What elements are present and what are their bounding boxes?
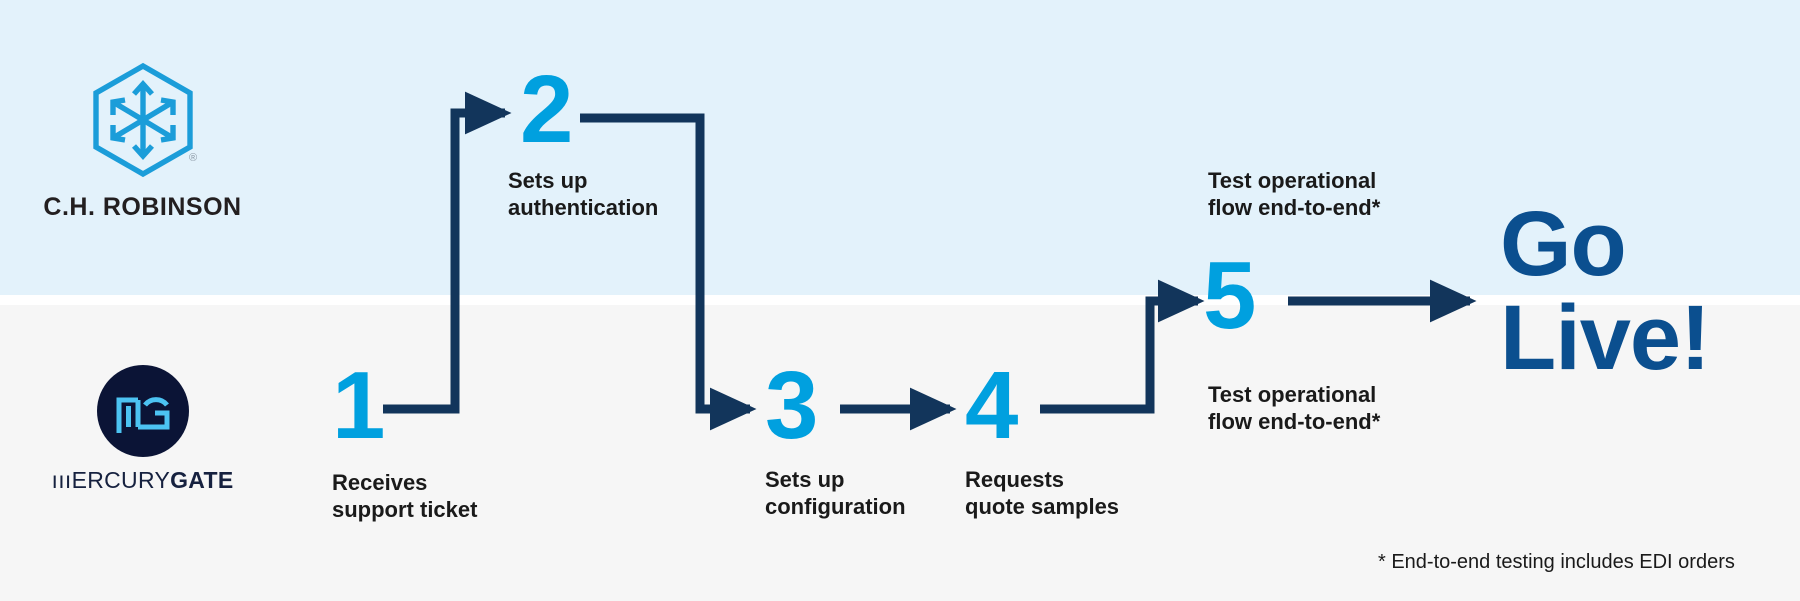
chrobinson-lane-band <box>0 0 1800 295</box>
step-label-4: Requests quote samples <box>965 467 1120 519</box>
step-label-1: Receives support ticket <box>332 470 478 522</box>
annotation-test-flow-bottom: Test operational flow end-to-end* <box>1208 382 1381 434</box>
step-label-3: Sets up configuration <box>765 467 906 519</box>
footnote-text: * End-to-end testing includes EDI orders <box>1378 551 1735 573</box>
mercurygate-wordmark-light: ıııERCURY <box>51 467 171 493</box>
mercurygate-wordmark: ıııERCURYGATE <box>40 467 245 494</box>
step-number-4: 4 <box>965 352 1018 459</box>
mercurygate-logo: ıııERCURYGATE <box>40 365 245 494</box>
step-label-2: Sets up authentication <box>508 168 659 220</box>
chr-hexagon-cube-icon: ® <box>92 62 197 178</box>
step-number-2: 2 <box>520 56 573 163</box>
step-number-3: 3 <box>765 352 818 459</box>
go-live-callout: Go Live! <box>1500 193 1711 389</box>
chrobinson-wordmark: C.H. ROBINSON <box>43 193 242 221</box>
step-number-1: 1 <box>332 352 385 459</box>
chrobinson-logo: ® C.H. ROBINSON <box>40 60 245 222</box>
svg-text:®: ® <box>189 152 197 164</box>
mercurygate-lane-band <box>0 305 1800 601</box>
step-number-5: 5 <box>1203 242 1256 349</box>
annotation-test-flow-top: Test operational flow end-to-end* <box>1208 168 1381 220</box>
mercurygate-wordmark-bold: GATE <box>170 467 234 493</box>
mercurygate-logo-circle <box>96 365 189 457</box>
mercurygate-monogram-icon <box>116 397 169 433</box>
